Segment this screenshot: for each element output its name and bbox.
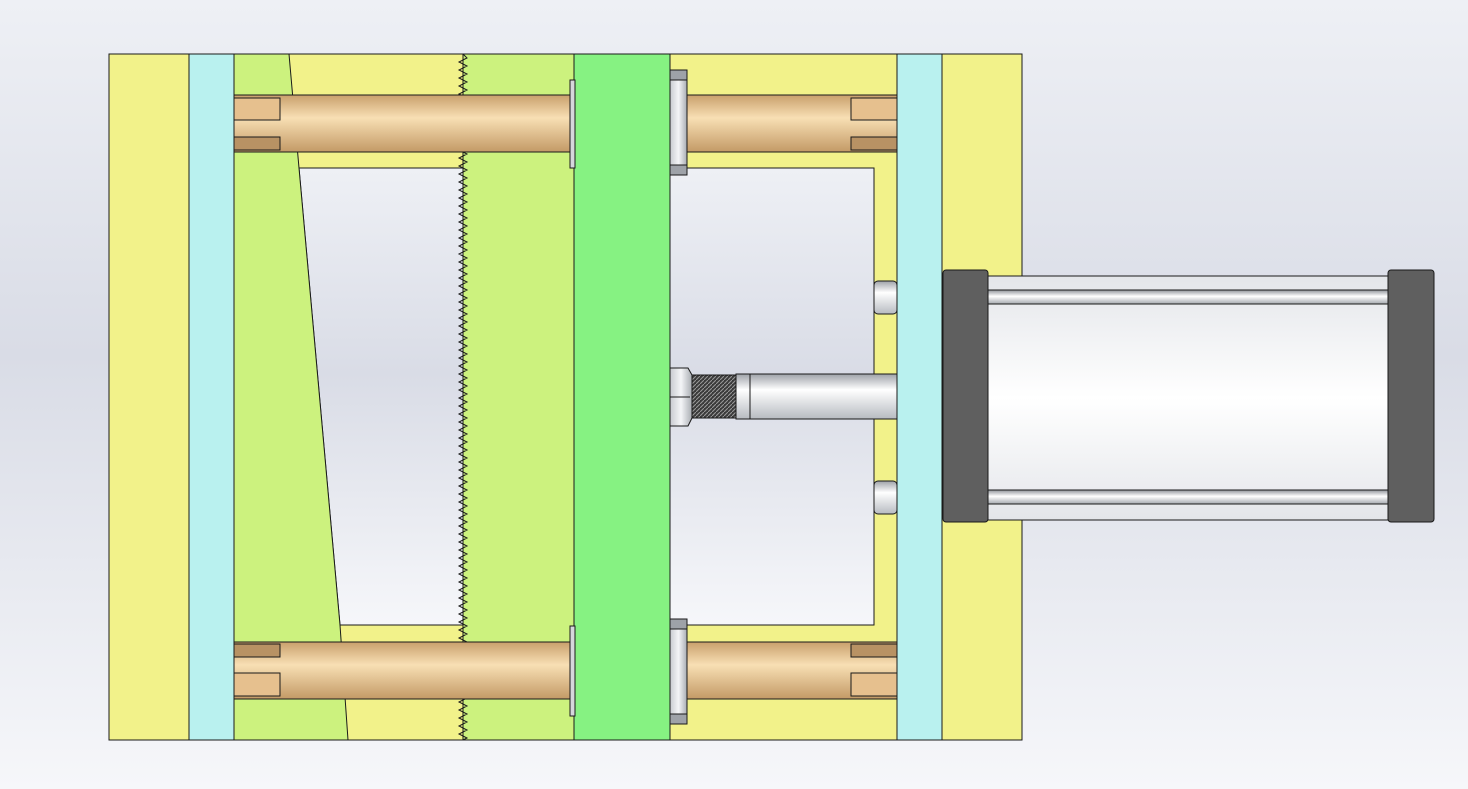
serrated-parting-line (457, 53, 469, 741)
cylinder-barrel (987, 275, 1389, 521)
rod-thread (689, 374, 737, 419)
piston-rod (669, 367, 898, 427)
cylinder-tie-rod-bottom (987, 489, 1389, 505)
air-cylinder (942, 269, 1435, 523)
left-clamp-plate (188, 53, 235, 741)
cylinder-front-cap (942, 269, 989, 523)
moving-plate-shoulder-left-top (569, 79, 576, 169)
moving-plate-shoulder-left-bottom (569, 625, 576, 717)
guide-pin-top-right (669, 94, 898, 153)
guide-pin-bottom-left (233, 641, 575, 700)
cylinder-tie-rod-top (987, 289, 1389, 305)
pin-nut-bottom (669, 618, 688, 725)
guide-pin-bottom-right (669, 641, 898, 700)
guide-pin-top-left (233, 94, 575, 153)
cylinder-rear-cap (1387, 269, 1435, 523)
mounting-stud-bottom (873, 480, 898, 515)
moving-plate (573, 53, 671, 741)
right-clamp-plate (896, 53, 943, 741)
slider-block (462, 53, 575, 741)
pin-nut-top (669, 69, 688, 176)
mounting-stud-top (873, 280, 898, 315)
